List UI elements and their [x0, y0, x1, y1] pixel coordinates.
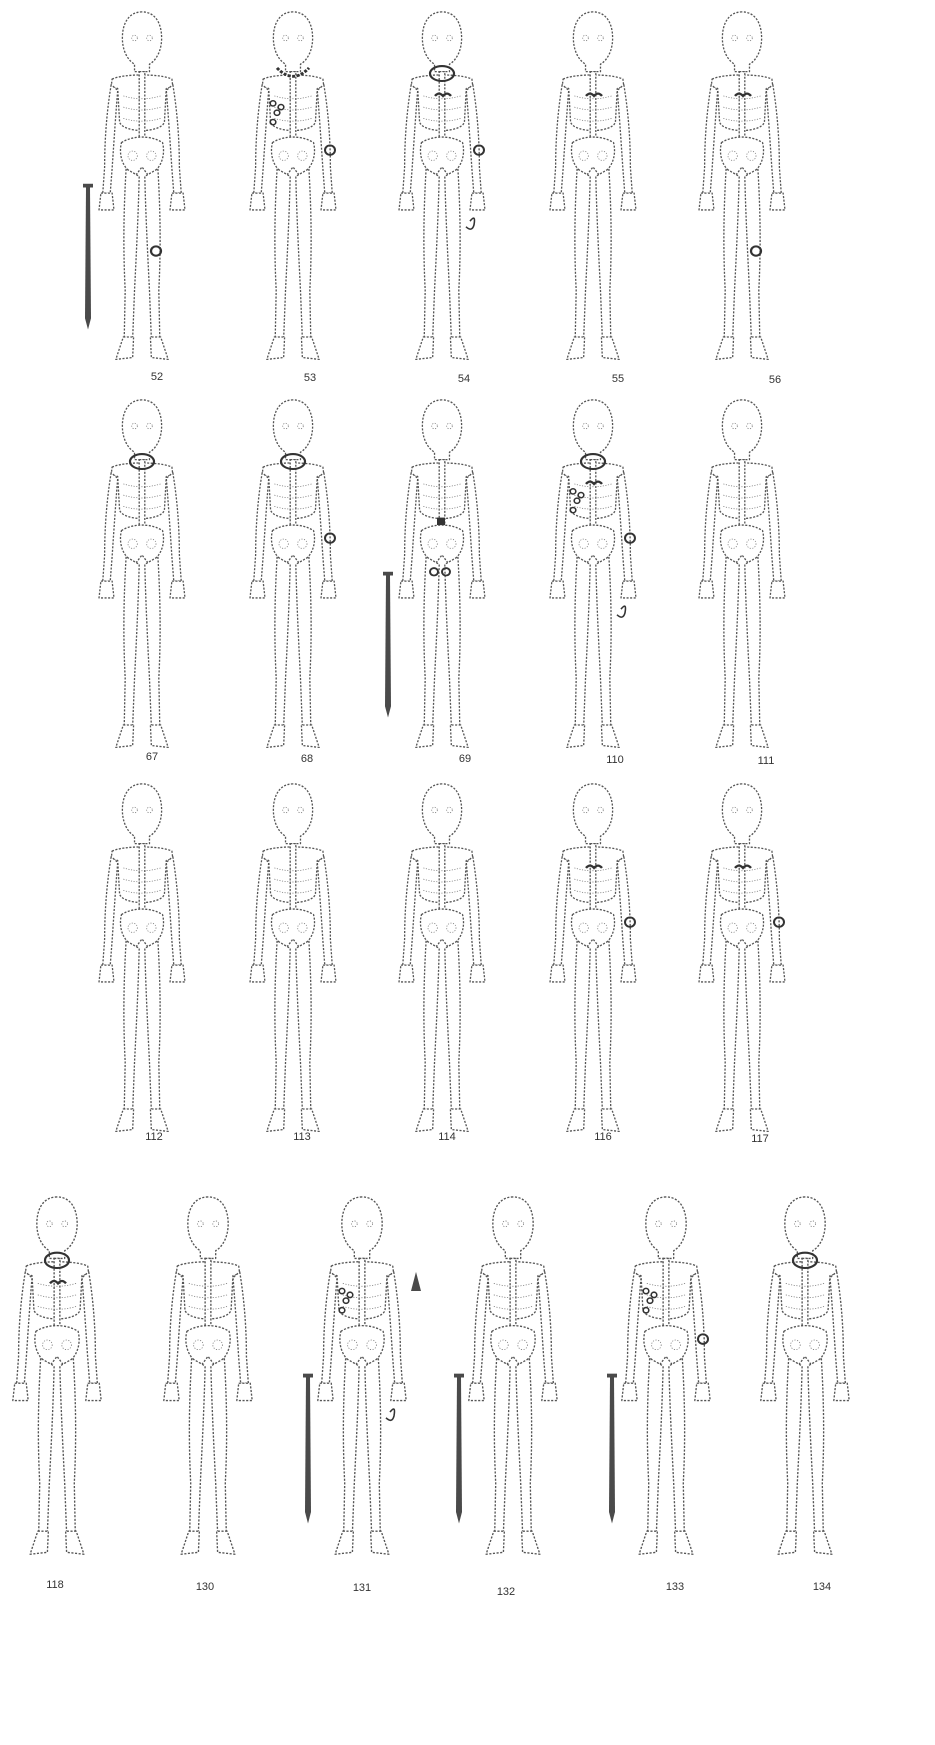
skeleton-drawing — [622, 1197, 710, 1554]
skeleton-drawing — [399, 12, 485, 360]
skeleton-drawing — [699, 784, 785, 1132]
grave-number-label: 130 — [196, 1581, 214, 1593]
skeleton-drawing — [250, 400, 336, 748]
skeleton-figure-130: 130 — [164, 1197, 252, 1593]
skeleton-drawing — [13, 1197, 101, 1554]
pin-mark — [466, 218, 475, 229]
skeleton-drawing — [99, 12, 185, 360]
skeleton-figure-67: 67 — [99, 400, 185, 763]
skeleton-figure-114: 114 — [399, 784, 485, 1143]
skeleton-drawing — [99, 400, 185, 748]
grave-number-label: 54 — [458, 373, 470, 385]
sword-mark — [607, 1374, 617, 1524]
spearhead-mark — [411, 1272, 421, 1291]
grave-number-label: 112 — [145, 1131, 163, 1143]
grave-number-label: 67 — [146, 751, 158, 763]
grave-number-label: 134 — [813, 1581, 831, 1593]
skeleton-drawing — [550, 784, 636, 1132]
skeleton-drawing — [469, 1197, 557, 1554]
skeleton-figure-110: 110 — [550, 400, 636, 766]
skeleton-drawing — [550, 12, 636, 360]
grave-goods — [454, 1374, 464, 1524]
pin-mark — [386, 1409, 395, 1420]
grave-number-label: 131 — [353, 1582, 371, 1594]
skeleton-figure-134: 134 — [761, 1197, 849, 1593]
skeleton-figure-133: 133 — [607, 1197, 710, 1593]
buckle-mark — [437, 518, 445, 525]
grave-number-label: 53 — [304, 372, 316, 384]
skeleton-drawing — [164, 1197, 252, 1554]
sword-mark — [83, 184, 93, 330]
pin-mark — [617, 606, 626, 617]
skeleton-figure-54: 54 — [399, 12, 485, 385]
grave-number-label: 114 — [438, 1131, 456, 1143]
grave-number-label: 116 — [594, 1131, 612, 1143]
skeleton-drawing — [250, 12, 336, 360]
grave-number-label: 110 — [606, 754, 624, 766]
skeleton-figure-112: 112 — [99, 784, 185, 1143]
skeleton-drawing — [318, 1197, 406, 1554]
grave-number-label: 132 — [497, 1586, 515, 1598]
sword-mark — [454, 1374, 464, 1524]
sword-mark — [383, 572, 393, 718]
grave-number-label: 68 — [301, 753, 313, 765]
sword-mark — [303, 1374, 313, 1524]
skeleton-drawing — [399, 784, 485, 1132]
grave-number-label: 111 — [758, 755, 775, 767]
skeleton-figure-56: 56 — [699, 12, 785, 386]
grave-number-label: 113 — [293, 1131, 311, 1143]
skeleton-drawing — [699, 12, 785, 360]
skeleton-figure-117: 117 — [699, 784, 785, 1145]
grave-number-label: 55 — [612, 373, 624, 385]
grave-number-label: 133 — [666, 1581, 684, 1593]
skeleton-figure-111: 111 — [699, 400, 785, 767]
skeleton-drawing — [699, 400, 785, 748]
skeleton-figure-131: 131 — [303, 1197, 421, 1594]
skeleton-figure-118: 118 — [13, 1197, 101, 1591]
grave-number-label: 56 — [769, 374, 781, 386]
skeleton-drawing — [250, 784, 336, 1132]
skeleton-drawing — [99, 784, 185, 1132]
skeleton-drawing — [761, 1197, 849, 1554]
skeleton-drawing — [550, 400, 636, 748]
skeleton-figure-69: 69 — [383, 400, 485, 765]
skeleton-figure-52: 52 — [83, 12, 185, 383]
skeleton-figure-53: 53 — [250, 12, 336, 384]
grave-number-label: 52 — [151, 371, 163, 383]
skeleton-figure-132: 132 — [454, 1197, 557, 1598]
grave-number-label: 118 — [46, 1579, 64, 1591]
skeleton-figure-113: 113 — [250, 784, 336, 1143]
grave-number-label: 117 — [751, 1133, 769, 1145]
skeleton-figure-68: 68 — [250, 400, 336, 765]
skeleton-figure-116: 116 — [550, 784, 636, 1143]
grave-number-label: 69 — [459, 753, 471, 765]
skeleton-figure-55: 55 — [550, 12, 636, 385]
